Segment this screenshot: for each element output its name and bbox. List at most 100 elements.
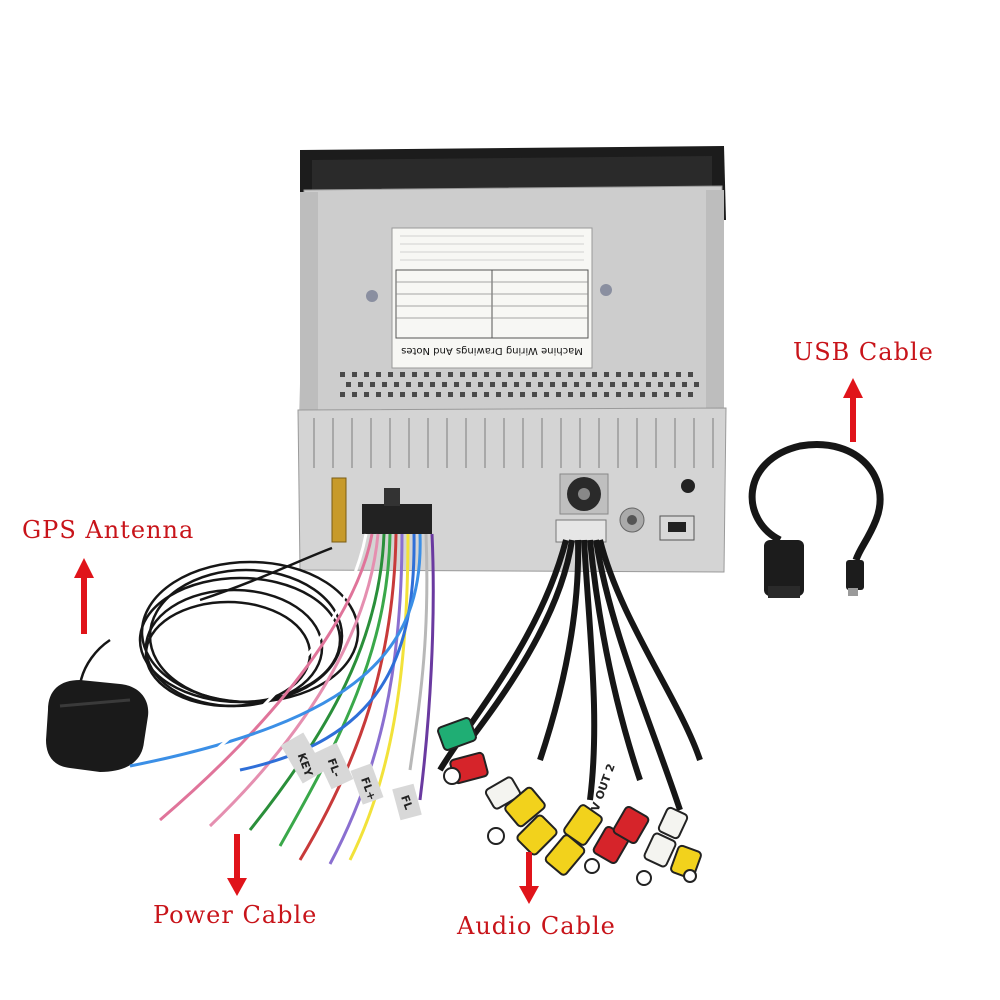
vent-hole bbox=[556, 372, 561, 377]
gps-antenna-label: GPS Antenna bbox=[22, 516, 195, 544]
vent-hole bbox=[496, 392, 501, 397]
vent-hole bbox=[472, 392, 477, 397]
vent-hole bbox=[628, 392, 633, 397]
vent-hole bbox=[496, 372, 501, 377]
vent-hole bbox=[508, 392, 513, 397]
power-cable bbox=[129, 533, 435, 865]
vent-hole bbox=[622, 382, 627, 387]
vent-hole bbox=[604, 392, 609, 397]
vent-hole bbox=[442, 382, 447, 387]
vent-hole bbox=[412, 372, 417, 377]
vent-hole bbox=[634, 382, 639, 387]
vent-hole bbox=[586, 382, 591, 387]
vent-hole bbox=[412, 392, 417, 397]
vent-hole bbox=[574, 382, 579, 387]
power-cable-label: Power Cable bbox=[153, 901, 318, 929]
vent-hole bbox=[532, 372, 537, 377]
usb-cable-label: USB Cable bbox=[793, 338, 934, 366]
vent-hole bbox=[460, 372, 465, 377]
vent-hole bbox=[484, 372, 489, 377]
wire-tag: FL bbox=[398, 793, 415, 811]
audio-cable-label: Audio Cable bbox=[457, 912, 616, 940]
vent-hole bbox=[502, 382, 507, 387]
vent-hole bbox=[472, 372, 477, 377]
vent-hole bbox=[466, 382, 471, 387]
vent-hole bbox=[436, 372, 441, 377]
vent-hole bbox=[568, 372, 573, 377]
vent-hole bbox=[670, 382, 675, 387]
vent-hole bbox=[544, 392, 549, 397]
vent-hole bbox=[388, 372, 393, 377]
vent-hole bbox=[652, 392, 657, 397]
vent-hole bbox=[346, 382, 351, 387]
vent-hole bbox=[646, 382, 651, 387]
usb-cable-photo bbox=[748, 441, 884, 598]
wiring-sticker: Machine Wiring Drawings And Notes bbox=[391, 227, 593, 369]
vent-hole bbox=[682, 382, 687, 387]
vent-hole bbox=[478, 382, 483, 387]
vent-hole bbox=[448, 392, 453, 397]
vent-hole bbox=[550, 382, 555, 387]
vent-hole bbox=[376, 372, 381, 377]
arrow-icon bbox=[74, 558, 94, 634]
vent-hole bbox=[616, 392, 621, 397]
vent-hole bbox=[448, 372, 453, 377]
arrow-icon bbox=[227, 834, 247, 896]
vent-hole bbox=[664, 372, 669, 377]
vent-hole bbox=[610, 382, 615, 387]
vent-hole bbox=[382, 382, 387, 387]
vent-hole bbox=[394, 382, 399, 387]
vent-hole bbox=[538, 382, 543, 387]
screw-icon bbox=[366, 290, 378, 302]
vent-hole bbox=[676, 372, 681, 377]
vent-hole bbox=[514, 382, 519, 387]
vent-hole bbox=[364, 372, 369, 377]
vent-hole bbox=[406, 382, 411, 387]
arrow-icon bbox=[843, 378, 863, 442]
vent-hole bbox=[352, 392, 357, 397]
vent-hole bbox=[424, 372, 429, 377]
vent-hole bbox=[652, 372, 657, 377]
vent-hole bbox=[628, 372, 633, 377]
vent-hole bbox=[544, 372, 549, 377]
rear-connectors bbox=[331, 473, 695, 543]
vent-hole bbox=[520, 392, 525, 397]
vent-hole bbox=[688, 392, 693, 397]
vent-hole bbox=[598, 382, 603, 387]
vent-hole bbox=[460, 392, 465, 397]
wire-tag: FL- bbox=[325, 756, 344, 778]
vent-hole bbox=[508, 372, 513, 377]
vent-hole bbox=[592, 372, 597, 377]
vent-hole bbox=[358, 382, 363, 387]
vent-hole bbox=[688, 372, 693, 377]
vent-hole bbox=[484, 392, 489, 397]
vent-hole bbox=[580, 392, 585, 397]
vent-hole bbox=[640, 372, 645, 377]
vent-holes bbox=[340, 372, 699, 397]
vent-hole bbox=[424, 392, 429, 397]
vent-hole bbox=[376, 392, 381, 397]
screw-icon bbox=[600, 284, 612, 296]
arrow-icon bbox=[519, 852, 539, 904]
vent-hole bbox=[340, 392, 345, 397]
vent-hole bbox=[694, 382, 699, 387]
vent-hole bbox=[568, 392, 573, 397]
vent-hole bbox=[400, 372, 405, 377]
vent-hole bbox=[604, 372, 609, 377]
vent-hole bbox=[370, 382, 375, 387]
vent-hole bbox=[532, 392, 537, 397]
vent-hole bbox=[388, 392, 393, 397]
vent-hole bbox=[562, 382, 567, 387]
vent-hole bbox=[676, 392, 681, 397]
sticker-title: Machine Wiring Drawings And Notes bbox=[401, 345, 583, 356]
audio-cable: V OUT 2 bbox=[437, 539, 703, 886]
vent-hole bbox=[520, 372, 525, 377]
vent-hole bbox=[664, 392, 669, 397]
vent-hole bbox=[490, 382, 495, 387]
vent-hole bbox=[340, 372, 345, 377]
vent-hole bbox=[418, 382, 423, 387]
vent-hole bbox=[364, 392, 369, 397]
vent-hole bbox=[556, 392, 561, 397]
vent-hole bbox=[616, 372, 621, 377]
